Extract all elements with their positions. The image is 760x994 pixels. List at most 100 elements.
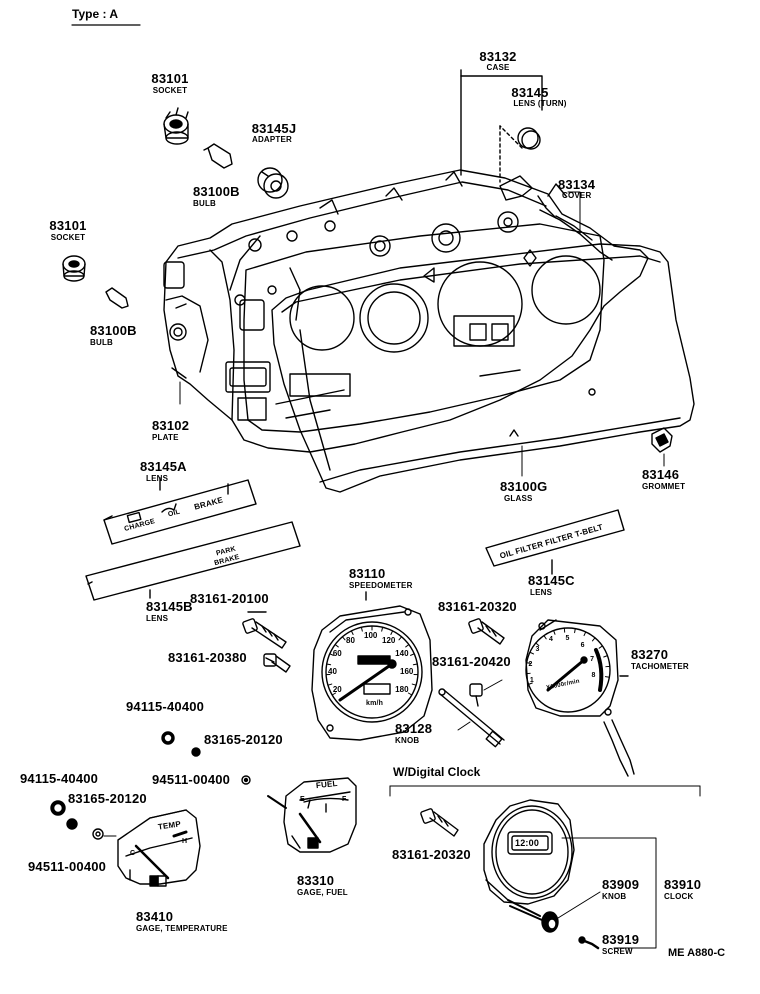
speedometer-unit: km/h — [366, 700, 384, 707]
part-name-socket-top: SOCKET — [152, 86, 188, 95]
fuel-dial-e: E — [300, 796, 305, 803]
tachometer-number-1: 2 — [528, 660, 533, 668]
speedometer-number-1: 40 — [328, 667, 337, 676]
part-name-lens-a: LENS — [146, 474, 169, 483]
part-number-clock: 83910 — [664, 877, 702, 892]
socket-left-icon — [62, 255, 86, 282]
part-number-knob: 83128 — [395, 721, 433, 736]
tachometer-tick-12 — [603, 655, 608, 658]
part-number-case: 83132 — [479, 49, 517, 64]
tachometer-number-7: 8 — [591, 672, 596, 680]
part-number-nut-94115-b: 94115-40400 — [20, 771, 99, 786]
part-number-screw-20320-top: 83161-20320 — [438, 599, 517, 614]
part-number-screw-20320-clock: 83161-20320 — [392, 847, 471, 862]
tachometer-tick-8 — [574, 628, 576, 634]
part-name-gage-temp: GAGE, TEMPERATURE — [136, 924, 228, 933]
part-number-clock-knob: 83909 — [602, 877, 640, 892]
clock-display-text: 12:00 — [515, 838, 540, 848]
speedometer-number-2: 60 — [332, 649, 342, 658]
part-number-bulb-top: 83100B — [193, 184, 240, 199]
nut-94115-a-icon — [161, 731, 175, 745]
part-name-bulb-left: BULB — [90, 338, 114, 347]
tachometer-tick-6 — [553, 630, 556, 635]
part-name-lens-c: LENS — [530, 588, 553, 597]
speedometer-tick-11 — [390, 630, 394, 635]
part-number-glass: 83100G — [500, 479, 548, 494]
tachometer-tick-3 — [529, 651, 535, 655]
digital-clock-bracket — [389, 785, 701, 797]
tachometer-tick-9 — [583, 631, 587, 637]
tachometer-tick-4 — [535, 642, 540, 647]
part-name-socket-left: SOCKET — [50, 233, 86, 242]
speedometer-tick-7 — [350, 630, 354, 635]
speedometer-tick-4 — [329, 653, 334, 656]
speedometer-number-7: 160 — [400, 667, 414, 676]
bulb-top-icon — [203, 143, 233, 169]
nut-94115-b-icon — [50, 800, 66, 816]
screw-20320-clock-icon — [420, 808, 459, 837]
lens-turn-icon — [499, 125, 541, 183]
part-number-speedometer: 83110 — [349, 566, 386, 581]
speedometer-number-8: 180 — [395, 685, 409, 694]
part-number-cover: 83134 — [558, 177, 596, 192]
part-name-bulb-top: BULB — [193, 199, 217, 208]
part-name-speedometer: SPEEDOMETER — [349, 581, 413, 590]
speedometer-tick-0 — [331, 692, 337, 696]
part-name-lens-b: LENS — [146, 614, 169, 623]
part-number-nut-94115-a: 94115-40400 — [126, 699, 205, 714]
washer-94511-b-icon — [66, 818, 78, 830]
fuel-gage-icon — [267, 777, 357, 853]
part-number-screw-20100: 83161-20100 — [190, 591, 269, 606]
speedometer-tick-6 — [341, 636, 346, 641]
lens-b-strip — [85, 521, 301, 601]
cluster-plate — [243, 223, 605, 433]
part-number-washer-94511-b: 94511-00400 — [28, 859, 107, 874]
speedometer-tick-13 — [405, 644, 410, 648]
adapter-icon — [257, 167, 289, 199]
tachometer-number-6: 7 — [590, 655, 594, 663]
part-number-gage-fuel: 83310 — [297, 873, 335, 888]
cluster-leaders — [179, 191, 665, 477]
part-number-grommet: 83146 — [642, 467, 680, 482]
part-number-screw-20380: 83161-20380 — [168, 650, 247, 665]
speedometer-number-4: 100 — [364, 631, 378, 640]
part-number-tachometer: 83270 — [631, 647, 669, 662]
speedometer-tick-3 — [326, 663, 332, 666]
digital-clock-heading: W/Digital Clock — [393, 765, 481, 779]
speedometer-tick-18 — [407, 692, 413, 696]
cluster-glass — [271, 243, 695, 493]
type-label: Type : A — [72, 7, 119, 21]
knob-rod-icon — [438, 688, 505, 748]
tachometer-number-4: 5 — [565, 634, 570, 642]
washer-94511-a-icon — [241, 775, 251, 785]
tachometer-icon — [525, 619, 635, 777]
lens-c-strip — [485, 509, 625, 575]
speedometer-tick-5 — [334, 644, 339, 648]
speedometer-number-0: 20 — [332, 685, 342, 694]
speedometer-icon — [311, 591, 433, 741]
part-name-clock: CLOCK — [664, 892, 694, 901]
part-name-clock-screw: SCREW — [602, 947, 633, 956]
part-number-plate: 83102 — [152, 418, 190, 433]
temp-gage-icon — [117, 809, 201, 887]
screw-20320-top-icon — [468, 618, 505, 645]
part-number-lens-turn: 83145 — [511, 85, 549, 100]
temp-dial-h: H — [182, 838, 188, 845]
part-number-screw-20420: 83161-20420 — [432, 654, 511, 669]
speedometer-tick-8 — [360, 626, 363, 632]
part-number-washer-94511-a: 94511-00400 — [152, 772, 231, 787]
part-name-tachometer: TACHOMETER — [631, 662, 689, 671]
tachometer-number-5: 6 — [580, 641, 585, 649]
screw-20100-icon — [242, 611, 287, 649]
speedometer-tick-14 — [410, 653, 415, 656]
tachometer-tick-0 — [528, 682, 533, 685]
lens-a-strip — [103, 477, 257, 545]
socket-top-icon — [163, 107, 189, 145]
speedometer-tick-15 — [412, 663, 418, 666]
tachometer-tick-5 — [543, 635, 547, 640]
part-name-adapter: ADAPTER — [251, 135, 293, 144]
speedometer-number-3: 80 — [346, 635, 355, 645]
tachometer-number-2: 3 — [535, 645, 540, 653]
cluster-case — [163, 169, 649, 453]
part-name-lens-turn: LENS (TURN) — [513, 99, 567, 108]
